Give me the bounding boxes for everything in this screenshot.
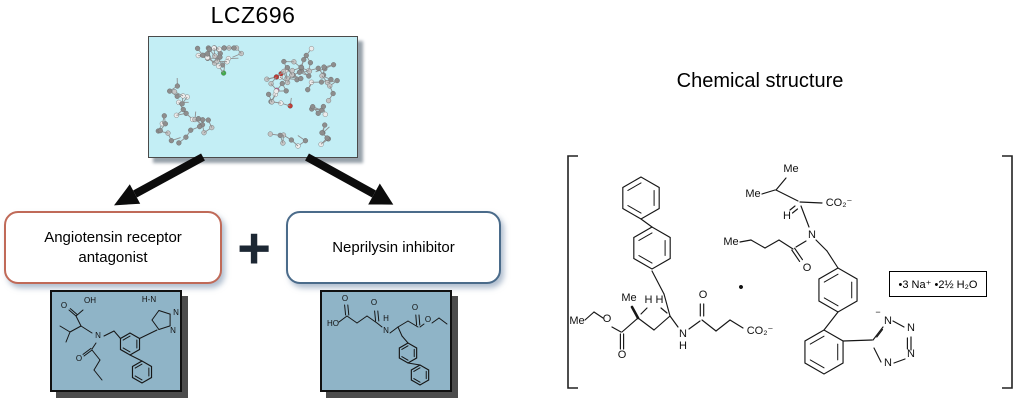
atom-label: N: [808, 229, 816, 241]
atom-label: Me: [621, 292, 636, 304]
atom-label: O: [618, 349, 627, 361]
atom-label: −: [875, 307, 880, 317]
atom-label: H: [783, 210, 791, 222]
atom-label: O: [603, 313, 612, 325]
atom-label: •: [738, 279, 743, 296]
atom-label: Me: [783, 163, 798, 175]
atom-label: N: [907, 322, 915, 334]
atom-label: N: [884, 357, 892, 369]
split-arrows: [114, 153, 394, 206]
sacubitril-structure-panel: [320, 290, 452, 392]
atom-label: H: [679, 340, 687, 352]
atom-label: CO₂⁻: [826, 197, 853, 209]
atom-label: N: [907, 348, 915, 360]
atom-label: Me: [745, 188, 760, 200]
chemical-structure-title: Chemical structure: [676, 70, 844, 92]
crystal-structure-panel: [148, 36, 358, 158]
atom-label: N: [884, 315, 892, 327]
atom-label: O: [803, 262, 812, 274]
arb-label-line2: antagonist: [78, 248, 148, 266]
atom-label: N: [679, 328, 687, 340]
lcz696-title: LCZ696: [210, 2, 296, 28]
neprilysin-inhibitor-box: Neprilysin inhibitor: [286, 211, 501, 284]
angiotensin-receptor-antagonist-box: Angiotensin receptor antagonist: [4, 211, 222, 284]
atom-label: H H: [645, 294, 664, 306]
valsartan-structure-panel: [50, 290, 182, 392]
atom-label: Me: [569, 315, 584, 327]
atom-label: O: [699, 289, 708, 301]
nep-label: Neprilysin inhibitor: [332, 238, 455, 256]
plus-sign: +: [237, 215, 271, 281]
atom-label: Me: [723, 236, 738, 248]
salt-hydrate-box: •3 Na⁺ •2½ H₂O: [889, 271, 987, 297]
atom-label: CO₂⁻: [747, 325, 774, 337]
arb-label-line1: Angiotensin receptor: [44, 229, 182, 246]
